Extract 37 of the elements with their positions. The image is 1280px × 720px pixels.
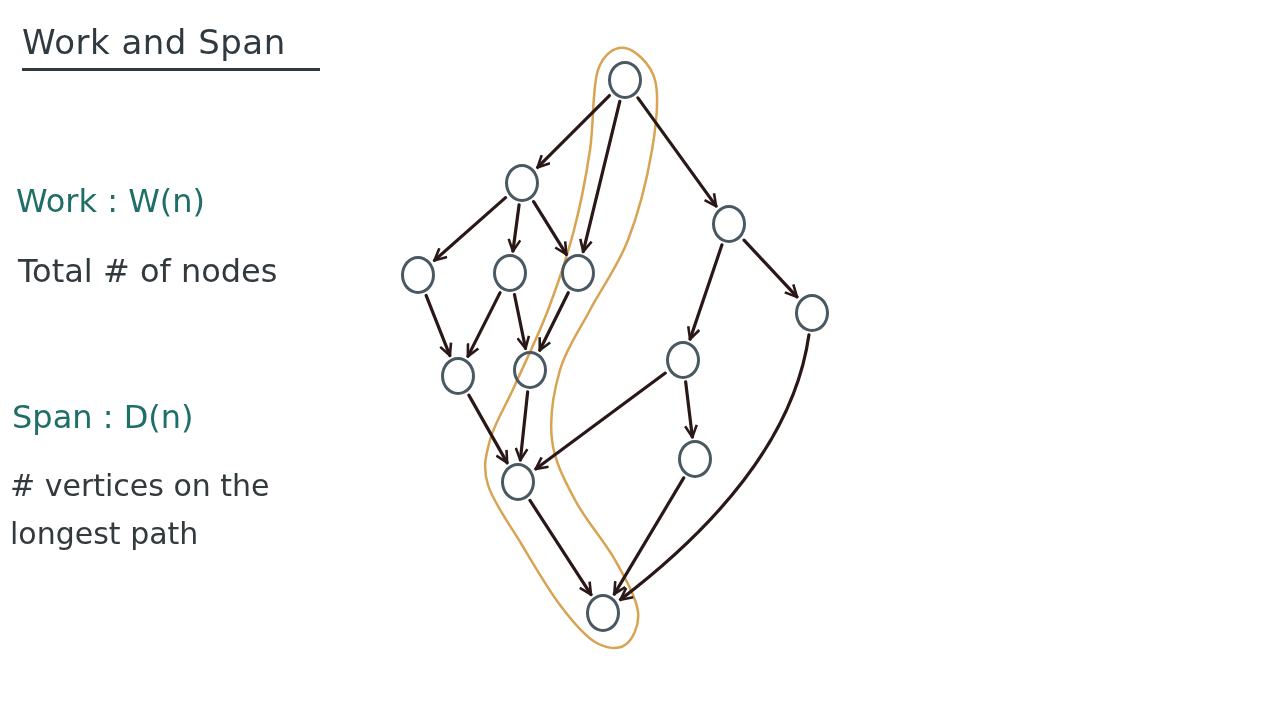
graph-node-circle [678,440,712,478]
arrow [467,393,509,465]
graph-node-circle [441,357,475,395]
arrow [534,371,667,471]
definition-heading: Span : D(n) [12,397,195,438]
arrow [507,203,522,253]
arrow [532,200,568,256]
arrow [466,291,502,358]
arrow [618,333,811,602]
arrow [512,292,531,351]
definition-text: # vertices on the longest path [10,467,271,553]
graph-node-circle [493,254,527,292]
graph-node-circle [513,351,547,389]
graph-node-circle [401,256,435,294]
graph-node-circle [666,341,700,379]
graph-node-circle [505,164,539,202]
graph-node-circle [712,205,746,243]
graph-node-circle [561,254,595,292]
arrow [535,93,612,170]
arrow [528,498,593,597]
definition-text: Total # of nodes [18,251,279,292]
graph-node-circle [501,463,535,501]
arrow [612,476,686,596]
title: Work and Span [22,22,320,71]
graph-node-circle [795,294,829,332]
arrow [514,390,530,462]
arrow [432,196,508,263]
definition-heading: Work : W(n) [16,181,207,222]
graph-node-circle [608,61,642,99]
arrow [538,291,570,352]
arrow [683,380,698,439]
arrow [579,99,622,254]
arrow [636,96,718,208]
graph-node-circle [586,594,620,632]
arrow [687,243,724,341]
arrow [742,238,799,299]
arrow [424,293,453,358]
